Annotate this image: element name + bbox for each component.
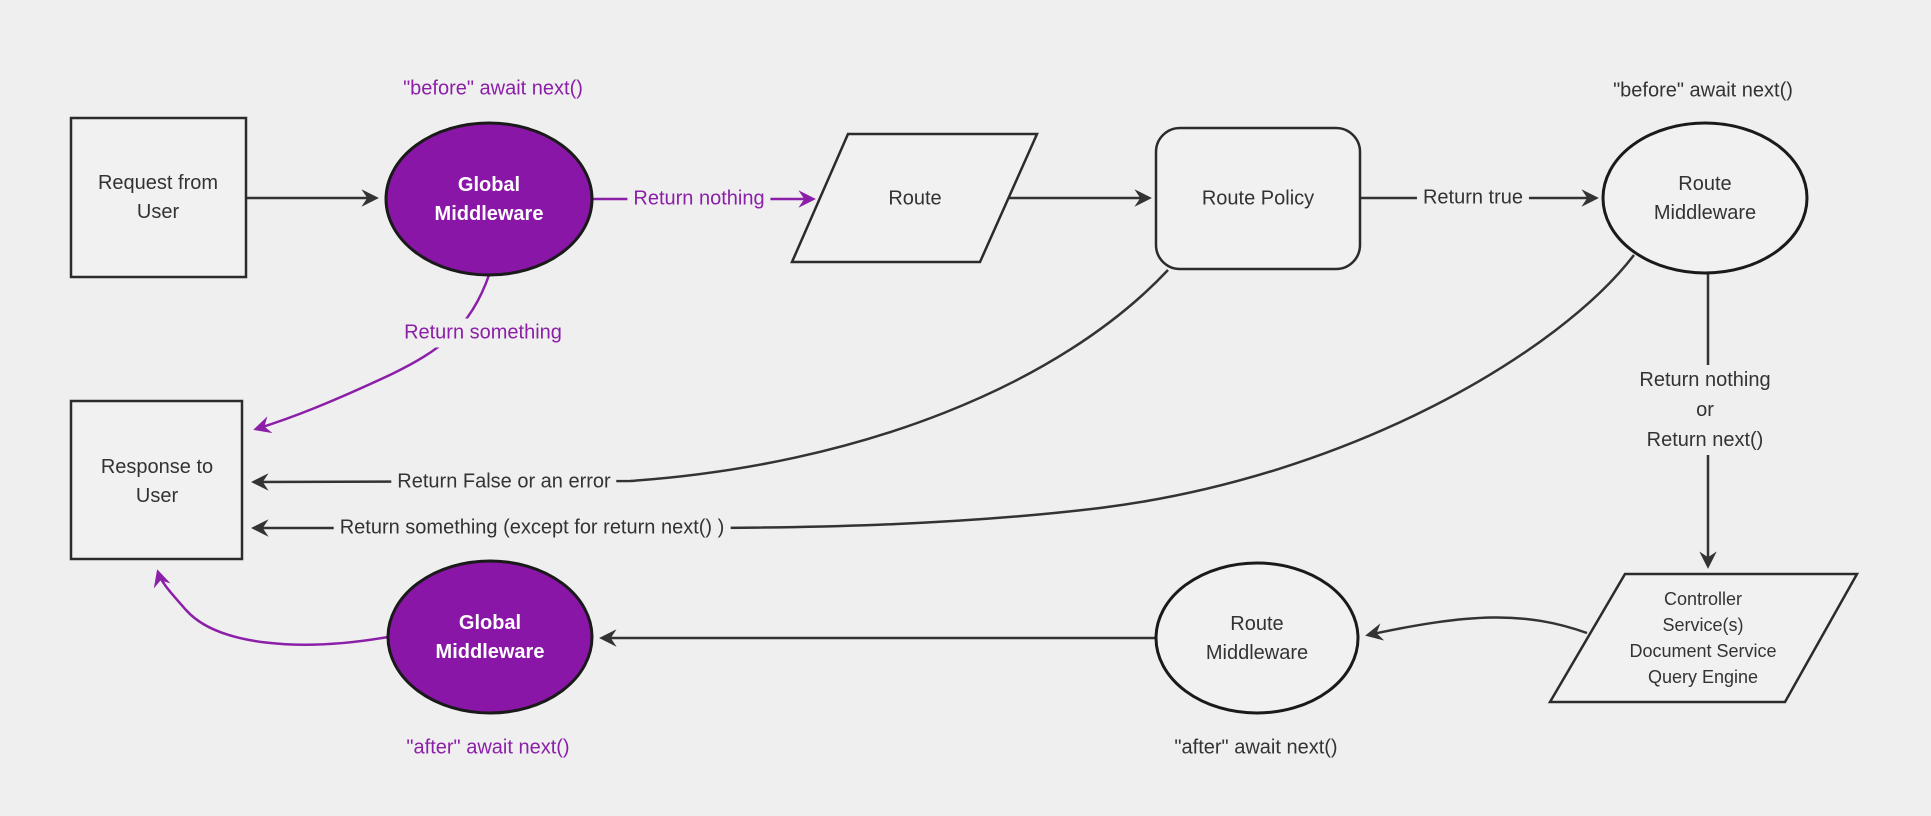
before-await-next-right-label: "before" await next() (1613, 79, 1793, 102)
route-policy-node-label: Route Policy (1201, 187, 1315, 210)
after-await-next-middle-label: "after" await next() (1174, 736, 1338, 759)
controller-node-shape (1547, 572, 1860, 704)
request-node-label: Request from User (97, 172, 219, 223)
return-something-label: Return something (398, 318, 568, 348)
global-middleware-top-shape (384, 121, 594, 277)
controller-node-label: Controller Service(s) Document Service Q… (1629, 589, 1777, 687)
global-middleware-bottom-shape (386, 559, 594, 715)
after-await-next-left-label: "after" await next() (406, 736, 570, 759)
route-middleware-top-label: Route Middleware (1653, 173, 1757, 224)
route-node-label: Route (888, 187, 942, 210)
return-true-label: Return true (1416, 183, 1530, 213)
response-node-label: Response to User (100, 456, 214, 507)
return-false-or-error-label: Return False or an error (391, 467, 617, 497)
edge-global-middleware-to-response-top (253, 274, 491, 434)
return-nothing-label: Return nothing (627, 184, 771, 214)
global-middleware-bottom-label: Global Middleware (435, 612, 545, 663)
response-node-shape (69, 399, 244, 561)
edge-route-policy-to-response (251, 269, 1169, 491)
return-something-except-label: Return something (except for return next… (333, 513, 731, 543)
global-middleware-top-label: Global Middleware (434, 174, 544, 225)
request-node-shape (69, 116, 248, 279)
route-node-shape (790, 132, 1039, 264)
edge-controller-to-route-middleware-bottom (1365, 616, 1588, 641)
before-await-next-left-label: "before" await next() (403, 77, 583, 100)
edge-global-middleware-to-response-bottom (153, 569, 389, 646)
edge-route-middleware-to-response (251, 254, 1635, 537)
route-middleware-bottom-label: Route Middleware (1205, 613, 1309, 664)
route-middleware-bottom-shape (1154, 561, 1360, 715)
return-nothing-or-next-label: Return nothing or Return next() (1633, 365, 1777, 455)
route-policy-node-shape (1154, 126, 1362, 271)
route-middleware-top-shape (1601, 121, 1809, 275)
